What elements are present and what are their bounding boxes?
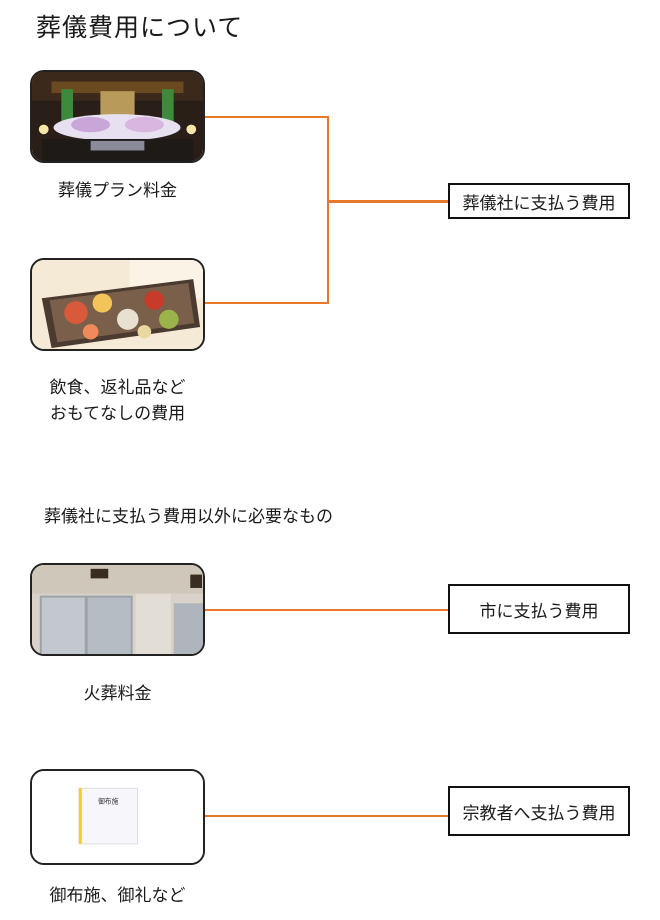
connector-offering — [205, 815, 449, 817]
section-heading-other-costs: 葬儀社に支払う費用以外に必要なもの — [44, 507, 333, 527]
box-city-costs: 市に支払う費用 — [448, 584, 630, 634]
svg-text:御布施: 御布施 — [98, 797, 119, 806]
connector-vertical — [327, 116, 329, 304]
caption-offering: 御布施、御礼など — [49, 886, 186, 906]
caption-cremation-fee: 火葬料金 — [83, 684, 152, 704]
offering-envelope-image: 御布施 — [30, 769, 205, 865]
crematorium-image — [30, 563, 205, 656]
connector-cremation — [205, 609, 449, 611]
caption-hospitality-costs: 飲食、返礼品など おもてなしの費用 — [30, 375, 205, 427]
funeral-altar-image — [30, 70, 205, 163]
caption-line-2: おもてなしの費用 — [49, 404, 186, 424]
connector-to-box — [327, 200, 449, 203]
connector-top — [205, 116, 329, 118]
meal-image — [30, 258, 205, 351]
caption-line-1: 飲食、返礼品など — [49, 378, 186, 398]
connector-bottom — [205, 302, 329, 304]
box-religious-costs: 宗教者へ支払う費用 — [448, 786, 630, 836]
page-title: 葬儀費用について — [36, 13, 244, 42]
box-funeral-company-costs: 葬儀社に支払う費用 — [448, 183, 630, 219]
caption-funeral-plan: 葬儀プラン料金 — [58, 181, 177, 201]
